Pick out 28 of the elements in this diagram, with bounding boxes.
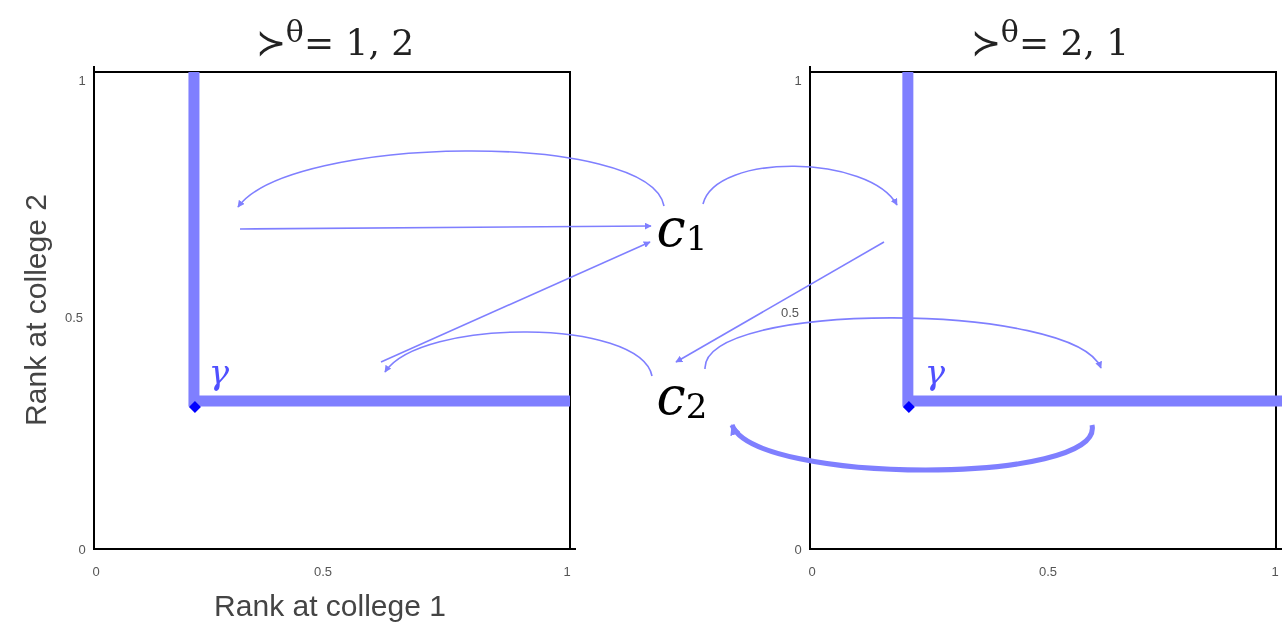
tick-label: 1 xyxy=(1271,563,1279,579)
axis-title: Rank at college 2 xyxy=(19,194,53,426)
tick-label: 0.5 xyxy=(1038,563,1058,579)
tick-label: 0 xyxy=(794,541,802,557)
axis-title: Rank at college 1 xyxy=(214,589,446,623)
arrow xyxy=(384,331,653,377)
tick-label: 1 xyxy=(563,563,571,579)
tick-label: 0.5 xyxy=(780,304,800,320)
arrow xyxy=(239,222,652,230)
tick-label: 0 xyxy=(78,541,86,557)
panel-title: ≻$^{θ}$= 1, 2 xyxy=(255,13,415,63)
arrow xyxy=(704,317,1102,370)
tick-label: 0 xyxy=(92,563,100,579)
curve-label: γ xyxy=(924,352,946,392)
arrow xyxy=(237,150,665,208)
curve-label: γ xyxy=(208,352,230,392)
tick-label: 1 xyxy=(78,72,86,88)
arrow xyxy=(675,241,885,363)
tick-label: 0.5 xyxy=(64,309,84,325)
tick-label: 0 xyxy=(808,563,816,579)
node-label: c$_{1}$ xyxy=(632,192,732,264)
node-label: c$_{2}$ xyxy=(632,360,732,432)
arrow xyxy=(702,165,898,206)
tick-label: 1 xyxy=(794,72,802,88)
tick-label: 0.5 xyxy=(313,563,333,579)
arrow xyxy=(730,423,1095,473)
panel-title: ≻$^{θ}$= 2, 1 xyxy=(970,13,1130,63)
arrow xyxy=(380,241,651,363)
